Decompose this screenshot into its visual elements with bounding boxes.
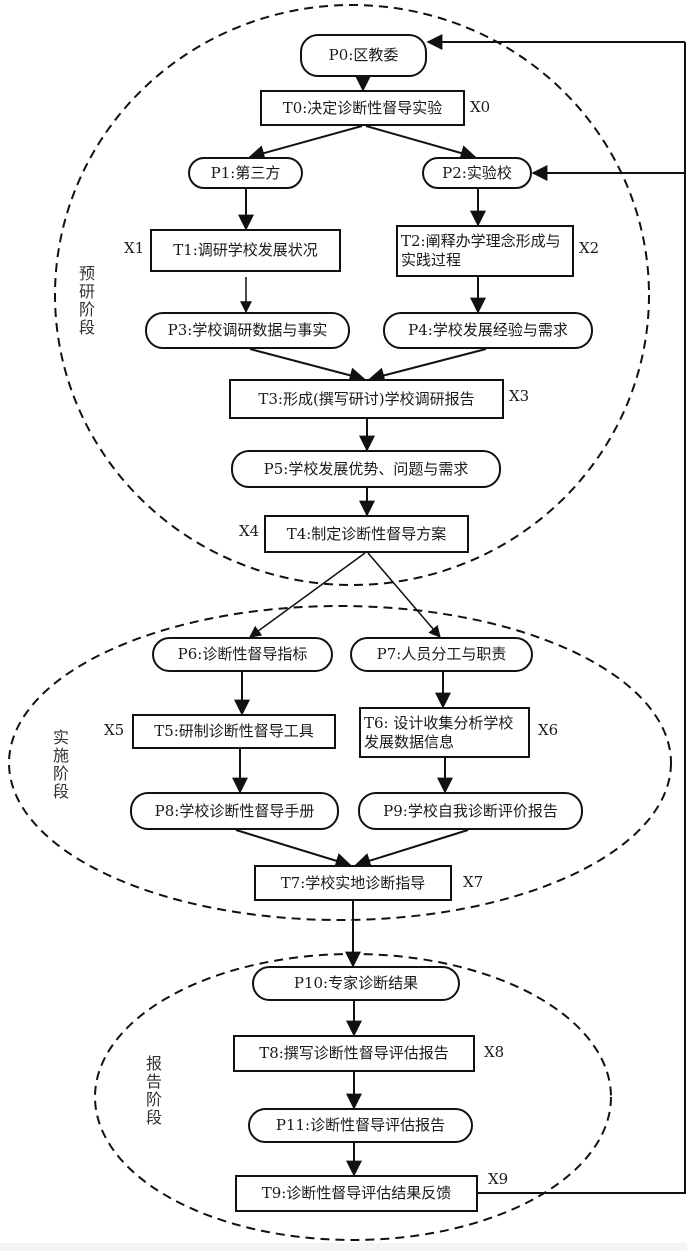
transition-t0: T0:决定诊断性督导实验 [260,90,465,126]
bottom-band [0,1243,687,1251]
transition-t4: T4:制定诊断性督导方案 [264,515,469,553]
x-label-x3: X3 [509,387,530,405]
stage-label-report: 报告阶段 [145,1054,162,1127]
place-p5: P5:学校发展优势、问题与需求 [231,450,501,488]
x-label-x8: X8 [484,1043,505,1061]
transition-t7: T7:学校实地诊断指导 [254,865,452,901]
place-p0: P0:区教委 [300,34,427,77]
transition-t9: T9:诊断性督导评估结果反馈 [235,1175,478,1212]
edge-t4-p7 [367,552,441,638]
stage-label-preresearch: 预研阶段 [78,264,95,337]
x-label-x2: X2 [579,239,600,257]
x-label-x4: X4 [239,522,260,540]
place-p2: P2:实验校 [422,157,532,189]
x-label-x0: X0 [470,98,491,116]
transition-t8: T8:撰写诊断性督导评估报告 [233,1035,475,1072]
transition-t6: T6: 设计收集分析学校发展数据信息 [359,707,530,758]
transition-t3: T3:形成(撰写研讨)学校调研报告 [229,379,504,419]
stage-boundary-implementation [8,605,672,921]
place-p1: P1:第三方 [188,157,303,189]
place-p6: P6:诊断性督导指标 [152,637,333,672]
place-p9: P9:学校自我诊断评价报告 [358,792,583,830]
x-label-x6: X6 [538,721,559,739]
transition-t1: T1:调研学校发展状况 [150,229,341,272]
stage-boundary-preresearch [54,4,650,586]
edge-t0-p1 [248,125,363,161]
edge-p3-t3 [249,348,366,384]
edge-p4-t3 [368,348,487,384]
edge-t0-p2 [365,125,477,161]
place-p3: P3:学校调研数据与事实 [145,312,350,349]
place-p7: P7:人员分工与职责 [350,637,533,672]
place-p8: P8:学校诊断性督导手册 [130,792,339,830]
edge-t4-p6 [249,552,366,638]
transition-t2: T2:阐释办学理念形成与实践过程 [396,225,574,277]
transition-t5: T5:研制诊断性督导工具 [132,714,336,749]
place-p11: P11:诊断性督导评估报告 [248,1108,473,1143]
x-label-x5: X5 [104,721,125,739]
place-p4: P4:学校发展经验与需求 [383,312,593,349]
x-label-x9: X9 [488,1170,509,1188]
x-label-x1: X1 [124,239,145,257]
edge-p9-t7 [354,829,469,869]
x-label-x7: X7 [463,873,484,891]
stage-label-implementation: 实施阶段 [52,728,69,801]
edge-p8-t7 [235,829,352,869]
feedback-line-t9 [478,42,686,1194]
place-p10: P10:专家诊断结果 [252,966,460,1001]
